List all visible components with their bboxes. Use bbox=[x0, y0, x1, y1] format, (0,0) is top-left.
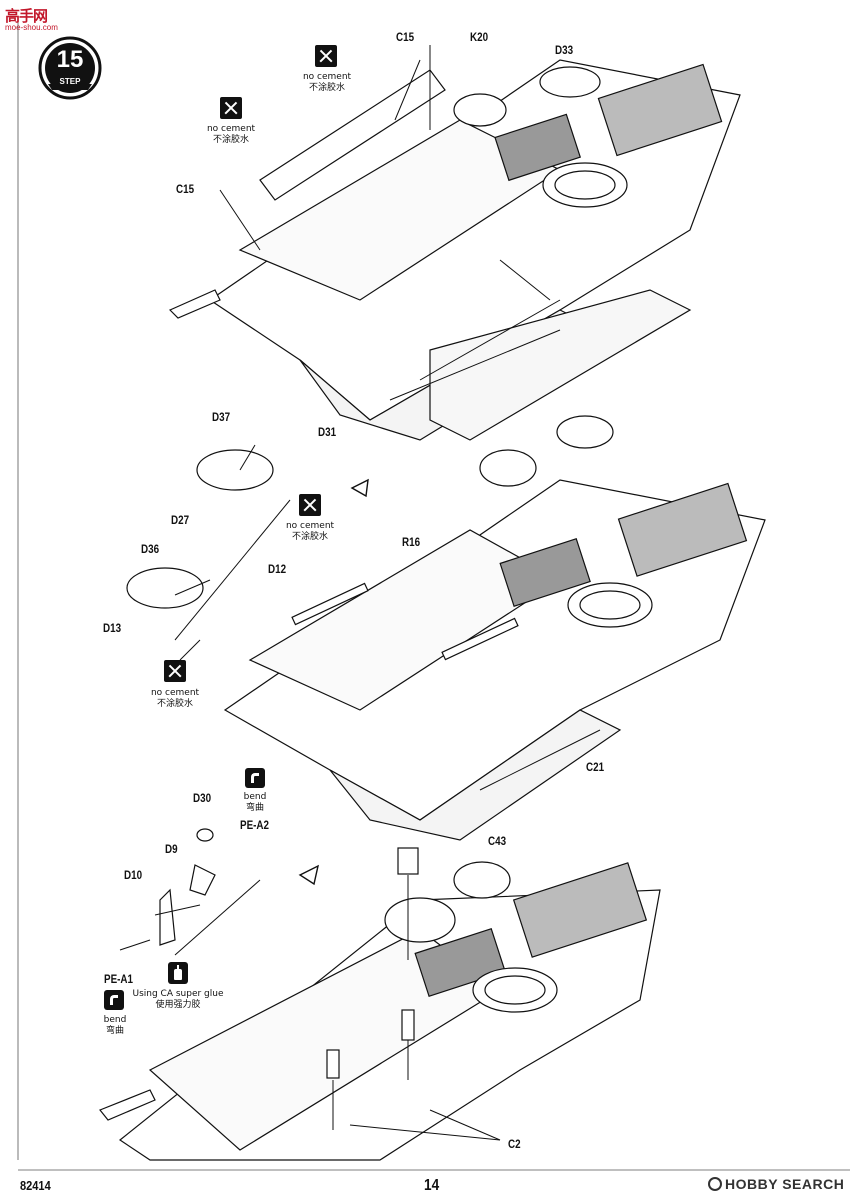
hull-2-arrows bbox=[174, 444, 601, 791]
no-cement-note-2: no cement 不涂胶水 bbox=[206, 124, 256, 145]
part-label-c15-left: C15 bbox=[176, 182, 195, 196]
hull-assembly-2 bbox=[126, 415, 766, 841]
no-cement-note-1: no cement 不涂胶水 bbox=[302, 72, 352, 93]
part-label-pe-a1: PE-A1 bbox=[104, 972, 133, 986]
part-label-c21: C21 bbox=[586, 760, 605, 774]
page-number: 14 bbox=[424, 1177, 440, 1194]
part-label-d36: D36 bbox=[141, 542, 160, 556]
part-label-c43: C43 bbox=[488, 834, 507, 848]
part-label-pe-a2: PE-A2 bbox=[240, 818, 269, 832]
part-label-d33: D33 bbox=[555, 43, 574, 57]
step-badge bbox=[38, 36, 102, 100]
bend-icon bbox=[245, 768, 265, 788]
no-cement-icon bbox=[164, 660, 186, 682]
hull-3-arrows bbox=[119, 875, 501, 1141]
flow-arrow-2 bbox=[298, 864, 320, 886]
bend-note-2: bend 弯曲 bbox=[103, 1015, 127, 1036]
bend-icon bbox=[104, 990, 124, 1010]
ca-glue-icon bbox=[168, 962, 188, 984]
part-label-r16: R16 bbox=[402, 535, 421, 549]
no-cement-icon bbox=[220, 97, 242, 119]
part-label-c15-top: C15 bbox=[396, 30, 415, 44]
part-label-d30: D30 bbox=[193, 791, 212, 805]
brand-mark-icon bbox=[708, 1177, 722, 1191]
no-cement-note-4: no cement 不涂胶水 bbox=[150, 688, 200, 709]
part-label-d13: D13 bbox=[103, 621, 122, 635]
brand-watermark: HOBBY SEARCH bbox=[708, 1176, 844, 1192]
no-cement-icon bbox=[299, 494, 321, 516]
part-label-c2: C2 bbox=[508, 1137, 521, 1151]
hull-assembly-3 bbox=[99, 828, 661, 1161]
flow-arrow-1 bbox=[350, 478, 369, 498]
part-label-d10: D10 bbox=[124, 868, 143, 882]
hull-assembly-1 bbox=[168, 59, 741, 441]
part-label-d37: D37 bbox=[212, 410, 231, 424]
watermark-sub: moe-shou.com bbox=[5, 23, 58, 32]
step-word: STEP bbox=[59, 77, 81, 86]
part-label-k20: K20 bbox=[470, 30, 489, 44]
hull-1-arrows bbox=[219, 45, 561, 401]
watermark-logo: 高手网 moe-shou.com bbox=[5, 5, 58, 32]
part-label-d31: D31 bbox=[318, 425, 337, 439]
glue-note: Using CA super glue 使用强力胶 bbox=[132, 989, 224, 1010]
part-label-d9: D9 bbox=[165, 842, 178, 856]
no-cement-icon bbox=[315, 45, 337, 67]
product-code: 82414 bbox=[20, 1178, 51, 1193]
part-label-d27: D27 bbox=[171, 513, 190, 527]
no-cement-note-3: no cement 不涂胶水 bbox=[285, 521, 335, 542]
part-label-d12: D12 bbox=[268, 562, 287, 576]
step-number: 15 bbox=[56, 46, 84, 73]
bend-note-1: bend 弯曲 bbox=[243, 792, 267, 813]
watermark-chars: 高手网 bbox=[5, 7, 48, 25]
